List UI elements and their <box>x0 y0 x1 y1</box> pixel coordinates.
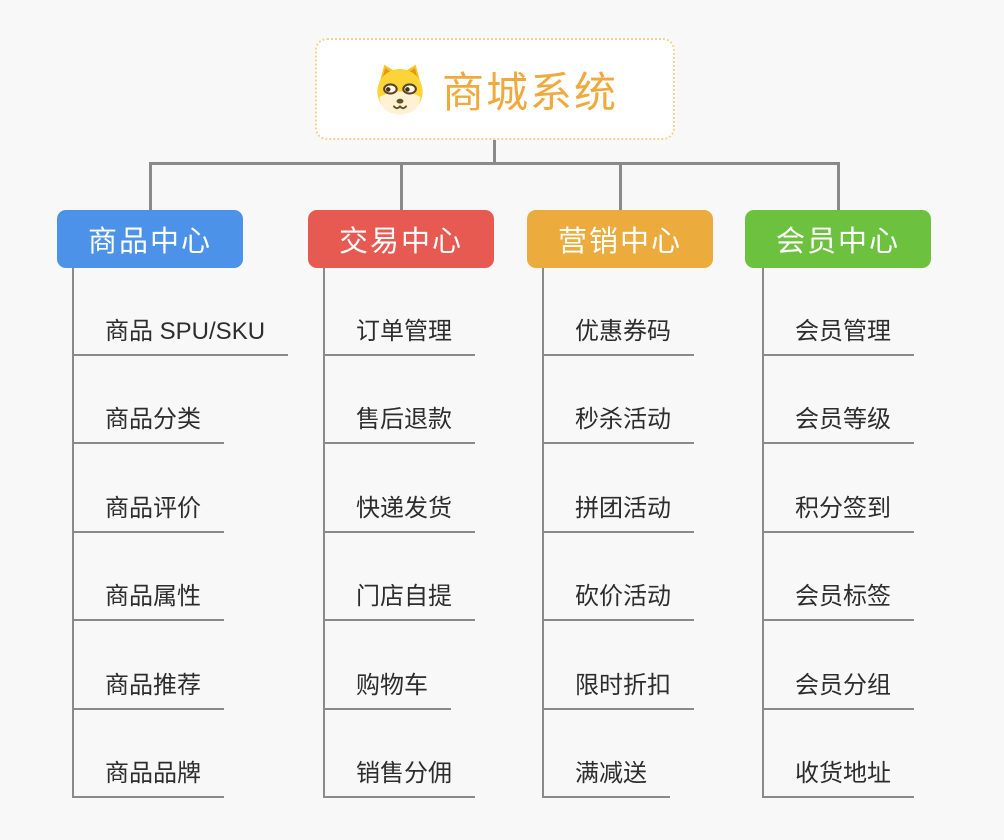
connector-drop-marketing <box>619 163 622 210</box>
leaf-node[interactable]: 订单管理 <box>323 312 475 356</box>
root-node[interactable]: 商城系统 <box>315 38 675 140</box>
branch-node-trade[interactable]: 交易中心 <box>308 210 494 268</box>
leaf-node[interactable]: 收货地址 <box>762 754 914 798</box>
connector-drop-trade <box>400 163 403 210</box>
leaf-node[interactable]: 会员等级 <box>762 400 914 444</box>
leaf-node[interactable]: 商品属性 <box>72 577 224 621</box>
leaf-node[interactable]: 秒杀活动 <box>542 400 694 444</box>
leaf-node[interactable]: 购物车 <box>323 666 451 710</box>
leaf-node[interactable]: 限时折扣 <box>542 666 694 710</box>
branch-1-children: 订单管理 售后退款 快递发货 门店自提 购物车 销售分佣 <box>323 0 573 840</box>
branch-node-products[interactable]: 商品中心 <box>57 210 243 268</box>
leaf-node[interactable]: 门店自提 <box>323 577 475 621</box>
leaf-node[interactable]: 商品品牌 <box>72 754 224 798</box>
leaf-node[interactable]: 商品分类 <box>72 400 224 444</box>
leaf-node[interactable]: 商品 SPU/SKU <box>72 312 289 356</box>
leaf-node[interactable]: 优惠券码 <box>542 312 694 356</box>
branch-0-children: 商品 SPU/SKU 商品分类 商品评价 商品属性 商品推荐 商品品牌 <box>72 0 322 840</box>
leaf-node[interactable]: 商品推荐 <box>72 666 224 710</box>
leaf-node[interactable]: 会员管理 <box>762 312 914 356</box>
dog-face-icon <box>377 64 423 115</box>
leaf-node[interactable]: 砍价活动 <box>542 577 694 621</box>
connector-rail <box>149 162 840 165</box>
leaf-node[interactable]: 拼团活动 <box>542 489 694 533</box>
leaf-node[interactable]: 销售分佣 <box>323 754 475 798</box>
connector-drop-members <box>837 163 840 210</box>
leaf-node[interactable]: 会员标签 <box>762 577 914 621</box>
leaf-node[interactable]: 会员分组 <box>762 666 914 710</box>
branch-node-marketing[interactable]: 营销中心 <box>527 210 713 268</box>
branch-node-members[interactable]: 会员中心 <box>745 210 931 268</box>
root-title: 商城系统 <box>441 68 618 116</box>
leaf-node[interactable]: 快递发货 <box>323 489 475 533</box>
branch-3-children: 会员管理 会员等级 积分签到 会员标签 会员分组 收货地址 <box>762 0 1004 840</box>
branch-2-children: 优惠券码 秒杀活动 拼团活动 砍价活动 限时折扣 满减送 <box>542 0 792 840</box>
leaf-node[interactable]: 售后退款 <box>323 400 475 444</box>
leaf-node[interactable]: 积分签到 <box>762 489 914 533</box>
leaf-node[interactable]: 满减送 <box>542 754 670 798</box>
connector-root-stub <box>493 140 496 164</box>
connector-drop-products <box>149 163 152 210</box>
leaf-node[interactable]: 商品评价 <box>72 489 224 533</box>
